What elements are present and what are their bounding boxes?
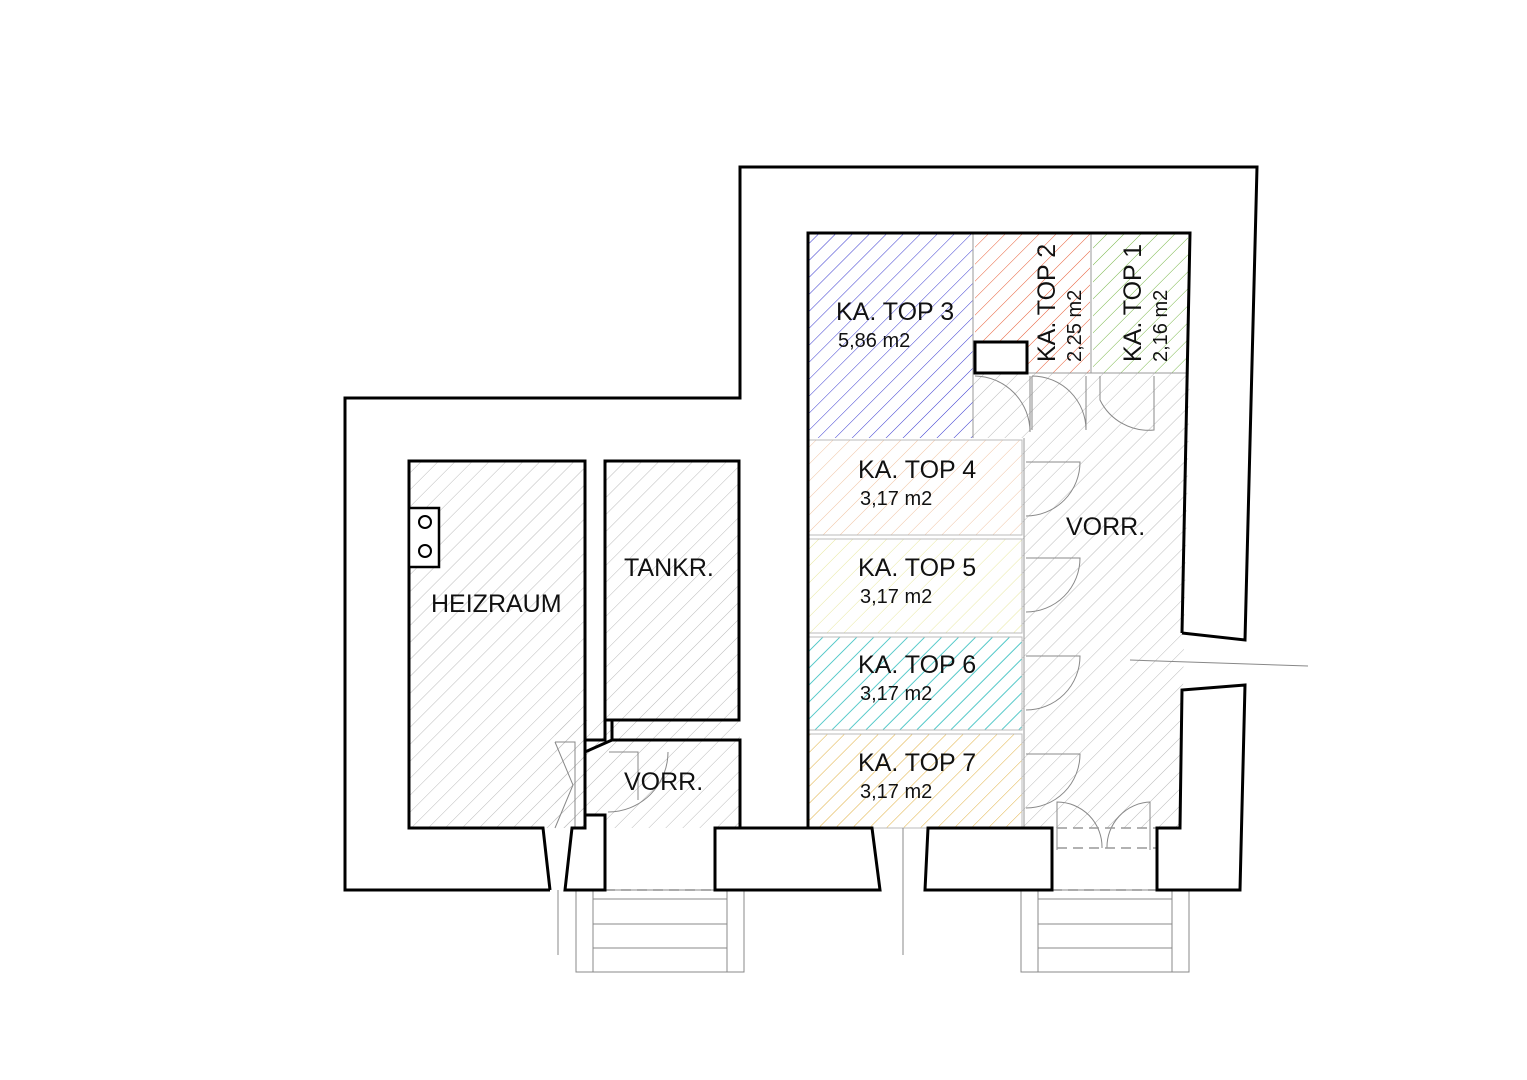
- top3-label: KA. TOP 3: [836, 298, 954, 326]
- tankr-floor: [605, 461, 739, 720]
- opening-dashes: [605, 719, 1157, 891]
- top7-label: KA. TOP 7: [858, 749, 976, 777]
- top1-label: KA. TOP 1: [1119, 244, 1147, 362]
- top2-area: 2,25 m2: [1064, 290, 1086, 362]
- top5-floor: [807, 538, 1023, 634]
- vorr-small-label: VORR.: [624, 768, 703, 796]
- walls: [343, 165, 1259, 892]
- top4-label: KA. TOP 4: [858, 456, 976, 484]
- top2-label: KA. TOP 2: [1033, 244, 1061, 362]
- top6-floor: [807, 636, 1023, 731]
- top4-floor: [807, 439, 1023, 536]
- stairs-right: [902, 828, 1190, 973]
- top7-area: 3,17 m2: [860, 781, 932, 803]
- top1-area: 2,16 m2: [1150, 290, 1172, 362]
- tankr-label: TANKR.: [624, 554, 714, 582]
- top6-area: 3,17 m2: [860, 683, 932, 705]
- doors: [554, 375, 1309, 850]
- top7-floor: [807, 733, 1023, 829]
- top5-label: KA. TOP 5: [858, 554, 976, 582]
- stairs-left: [557, 889, 745, 973]
- top3-area: 5,86 m2: [838, 330, 910, 352]
- vorr-main-floor: [973, 373, 1190, 828]
- top3-floor: [808, 233, 973, 438]
- top1-floor: [1093, 233, 1188, 373]
- top5-area: 3,17 m2: [860, 586, 932, 608]
- vorr-main-label: VORR.: [1066, 513, 1145, 541]
- heizraum-label: HEIZRAUM: [431, 590, 562, 618]
- top4-area: 3,17 m2: [860, 488, 932, 510]
- top6-label: KA. TOP 6: [858, 651, 976, 679]
